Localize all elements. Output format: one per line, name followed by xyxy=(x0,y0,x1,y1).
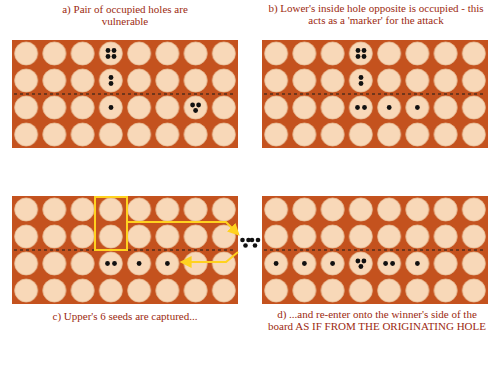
caption: b) Lower's inside hole opposite is occup… xyxy=(268,2,484,26)
capture-arrow xyxy=(127,222,238,234)
caption: d) ...and re-enter onto the winner's sid… xyxy=(266,308,488,332)
return-arrow xyxy=(182,252,238,262)
caption: c) Upper's 6 seeds are captured... xyxy=(20,310,230,322)
board-b xyxy=(262,40,488,148)
board-a xyxy=(12,40,238,148)
captured-holes-outline xyxy=(95,197,127,250)
seeds xyxy=(105,48,420,269)
capture-arrows xyxy=(95,197,238,262)
board-c xyxy=(12,196,238,304)
caption: a) Pair of occupied holes are vulnerable xyxy=(40,3,210,27)
board-d xyxy=(262,196,488,304)
